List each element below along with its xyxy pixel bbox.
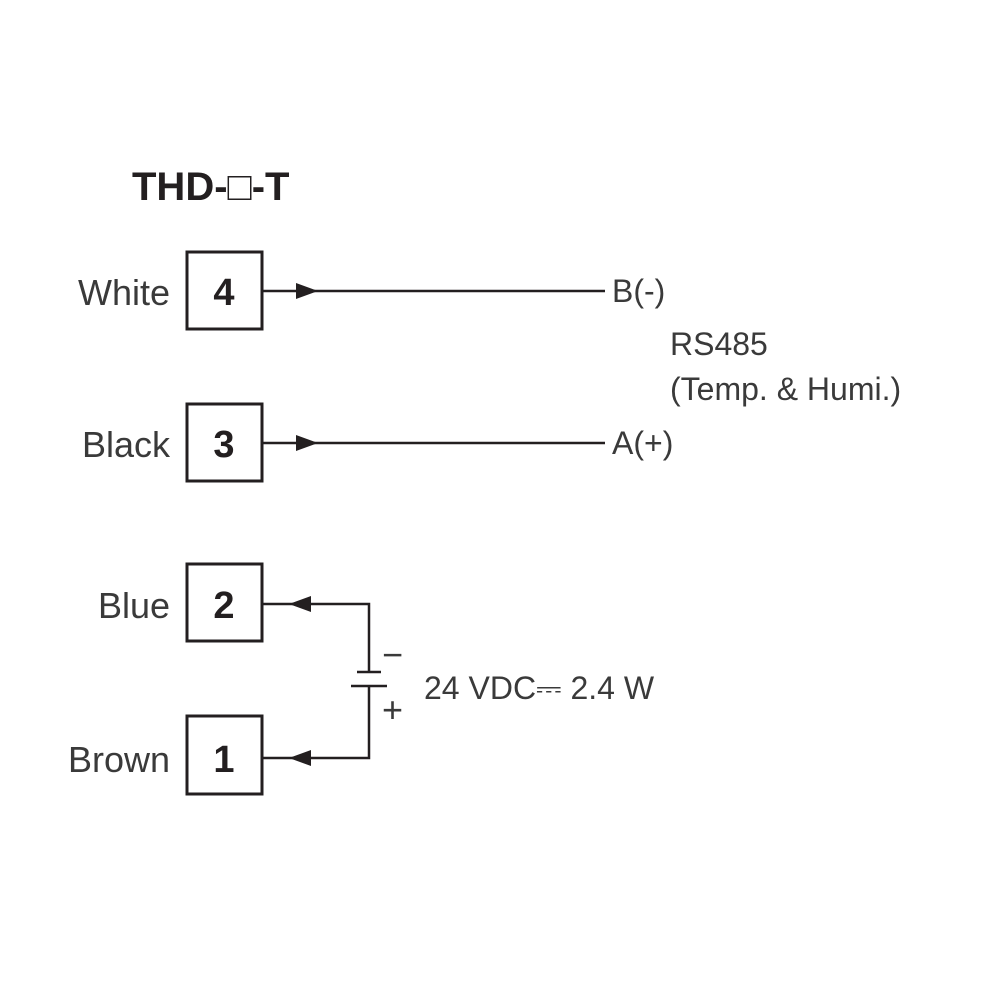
terminal-box-1 xyxy=(185,714,264,796)
arrow-in-1 xyxy=(289,750,311,766)
wire-negative xyxy=(262,602,371,672)
wire-color-brown: Brown xyxy=(68,739,170,780)
terminal-2-group: Blue 2 xyxy=(98,562,371,672)
terminal-number-4: 4 xyxy=(213,272,234,314)
terminal-number-3: 3 xyxy=(213,424,234,466)
rs485-sub-label: (Temp. & Humi.) xyxy=(670,371,901,407)
arrow-out-3 xyxy=(296,435,318,451)
wire-color-black: Black xyxy=(82,424,171,465)
terminal-3-group: Black 3 A(+) xyxy=(82,402,673,483)
rs485-label: RS485 xyxy=(670,326,768,362)
terminal-box-2 xyxy=(185,562,264,643)
plus-sign: + xyxy=(382,689,403,730)
signal-b-label: B(-) xyxy=(612,273,665,309)
wire-color-white: White xyxy=(78,272,170,313)
arrow-out-4 xyxy=(296,283,318,299)
wire-color-blue: Blue xyxy=(98,585,170,626)
terminal-box-3 xyxy=(185,402,264,483)
signal-a-label: A(+) xyxy=(612,425,673,461)
power-spec: 24 VDC⎓ 2.4 W xyxy=(424,670,655,706)
terminal-1-group: Brown 1 xyxy=(68,686,371,796)
terminal-4-group: White 4 B(-) xyxy=(78,250,665,331)
minus-sign: − xyxy=(382,634,403,675)
wire-positive xyxy=(262,686,371,760)
terminal-number-2: 2 xyxy=(213,585,234,627)
arrow-in-2 xyxy=(289,596,311,612)
terminal-number-1: 1 xyxy=(213,739,234,781)
model-title: THD-□-T xyxy=(132,165,289,209)
terminal-box-4 xyxy=(185,250,264,331)
